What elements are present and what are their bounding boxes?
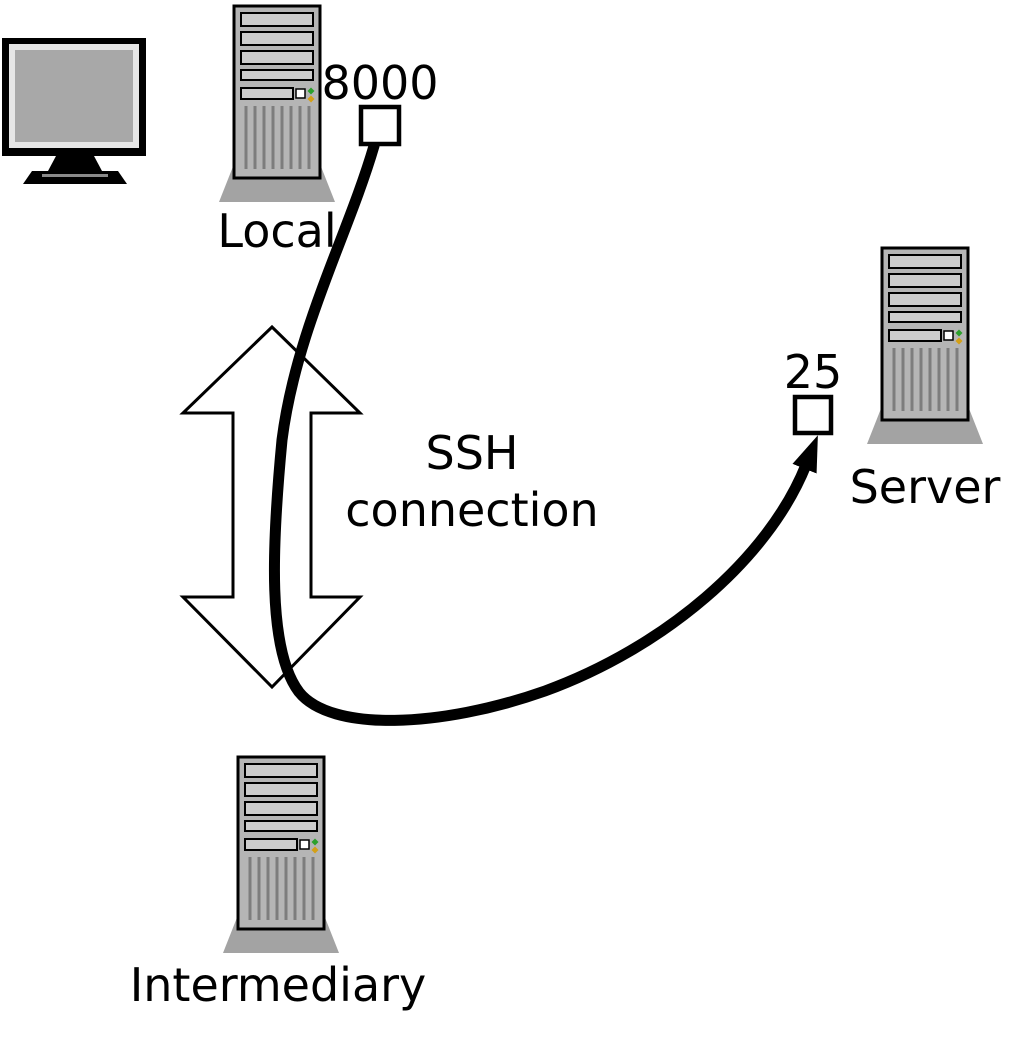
monitor-stand-base bbox=[23, 171, 127, 184]
monitor-stand bbox=[48, 156, 102, 171]
intermediary-label: Intermediary bbox=[130, 958, 427, 1012]
monitor-icon bbox=[2, 38, 146, 184]
tunnel-cable bbox=[268, 140, 818, 726]
local-tower-icon bbox=[217, 4, 337, 204]
port-25-box bbox=[792, 394, 834, 436]
server-label: Server bbox=[850, 460, 1001, 514]
monitor-stand-stripe bbox=[42, 174, 108, 177]
port-8000-box bbox=[358, 104, 402, 147]
monitor-screen bbox=[15, 50, 133, 142]
intermediary-tower-icon bbox=[221, 755, 341, 955]
ssh-connection-label-line1: SSH bbox=[426, 426, 519, 480]
local-port-label: 8000 bbox=[321, 56, 438, 110]
server-tower-icon bbox=[865, 246, 985, 446]
local-label: Local bbox=[217, 204, 336, 258]
server-port-label: 25 bbox=[784, 345, 843, 399]
ssh-connection-label-line2: connection bbox=[345, 483, 598, 537]
